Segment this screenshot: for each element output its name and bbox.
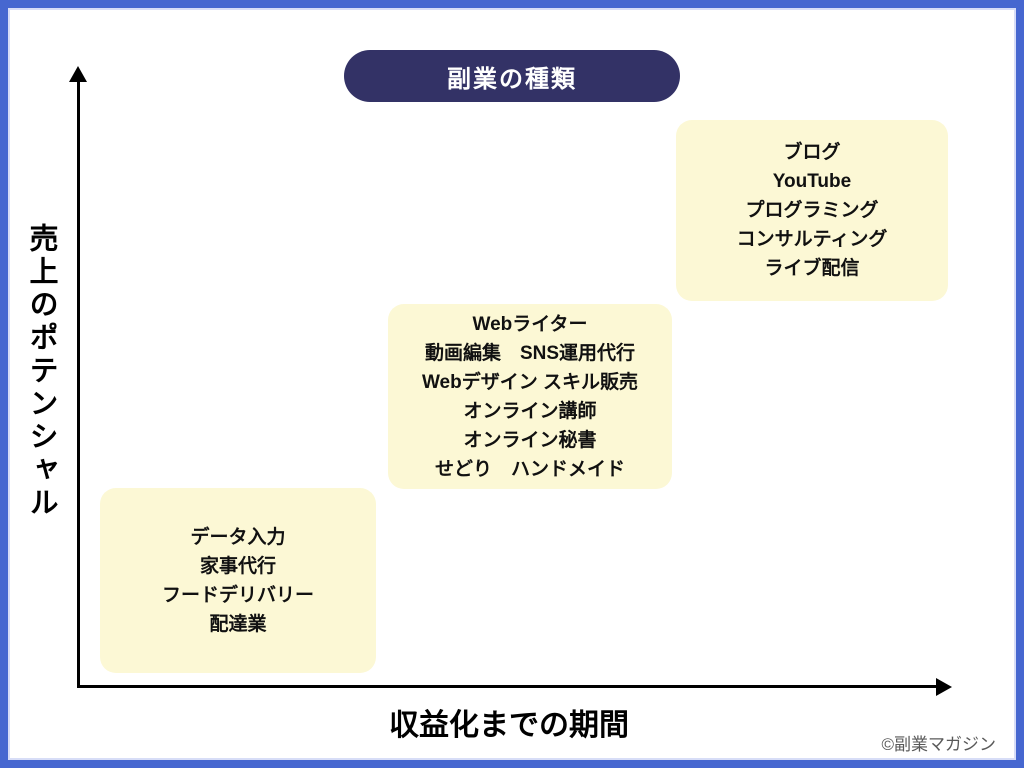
x-axis-arrow-icon	[936, 678, 952, 696]
x-axis-line	[78, 685, 940, 688]
group-item: ブログ	[783, 142, 841, 163]
y-axis-label: 売上のポテンシャル	[25, 223, 57, 520]
group-box-short-term: データ入力 家事代行 フードデリバリー 配達業	[100, 488, 376, 673]
group-item: YouTube	[772, 171, 852, 192]
group-item: せどり ハンドメイド	[434, 458, 625, 480]
group-item: コンサルティング	[736, 229, 888, 250]
group-item: データ入力	[190, 526, 286, 548]
group-item: フードデリバリー	[161, 584, 314, 606]
group-item: オンライン秘書	[463, 429, 597, 451]
group-item: Webライター	[472, 313, 588, 335]
x-axis-label: 収益化までの期間	[389, 709, 629, 742]
group-item: 動画編集 SNS運用代行	[424, 342, 636, 364]
group-item: ライブ配信	[764, 258, 860, 279]
group-box-mid-term: Webライター 動画編集 SNS運用代行 Webデザイン スキル販売 オンライン…	[388, 304, 672, 489]
title-badge: 副業の種類	[344, 50, 680, 102]
group-item: 配達業	[209, 613, 267, 635]
group-item: 家事代行	[199, 555, 276, 577]
group-box-long-term: ブログ YouTube プログラミング コンサルティング ライブ配信	[676, 120, 948, 301]
group-item: オンライン講師	[463, 400, 597, 422]
group-item: Webデザイン スキル販売	[421, 371, 639, 393]
group-item: プログラミング	[745, 200, 879, 221]
copyright: ©副業マガジン	[881, 735, 996, 754]
title-text: 副業の種類	[447, 65, 577, 93]
y-axis-arrow-icon	[69, 66, 87, 82]
y-axis-line	[77, 80, 80, 688]
